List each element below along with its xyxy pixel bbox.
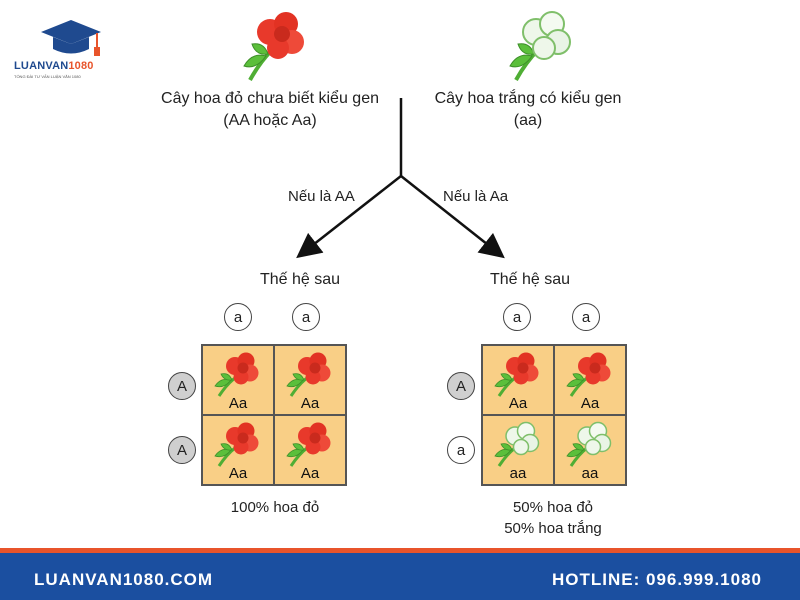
footer-bar xyxy=(0,548,800,600)
genotype-label: Aa xyxy=(300,465,320,482)
white-flower-icon xyxy=(565,421,612,468)
footer-accent-stripe xyxy=(0,548,800,553)
white-flower-icon xyxy=(493,421,540,468)
result-right: 50% hoa đỏ 50% hoa trắng xyxy=(478,497,628,539)
punnett-grid-left: Aa Aa Aa Aa xyxy=(201,344,347,486)
result-right-line2: 50% hoa trắng xyxy=(504,520,602,537)
red-flower-icon xyxy=(213,351,260,398)
allele-col-right-2: a xyxy=(572,303,600,331)
result-left-line1: 100% hoa đỏ xyxy=(230,499,320,516)
punnett-cell: aa xyxy=(482,415,554,485)
red-flower-icon xyxy=(565,351,612,398)
punnett-cell: Aa xyxy=(202,415,274,485)
allele-row-right-2: a xyxy=(447,436,475,464)
parent-white-caption: Cây hoa trắng có kiểu gen (aa) xyxy=(418,88,638,132)
arrow-left xyxy=(296,175,402,259)
punnett-cell: Aa xyxy=(274,415,346,485)
cross-arrows xyxy=(296,98,505,259)
parent-red-line1: Cây hoa đỏ chưa biết kiểu gen xyxy=(161,90,379,107)
allele-row-left-1: A xyxy=(168,372,196,400)
red-flower-icon xyxy=(213,421,260,468)
genotype-label: aa xyxy=(509,465,527,482)
genotype-label: Aa xyxy=(508,395,528,412)
branch-label-left: Nếu là AA xyxy=(288,188,355,205)
brand-tagline: TỔNG ĐÀI TƯ VẤN LUẬN VĂN 1080 xyxy=(14,74,81,79)
allele-col-right-1: a xyxy=(503,303,531,331)
parent-red-line2: (AA hoặc Aa) xyxy=(223,112,317,129)
arrow-right xyxy=(400,175,505,259)
branch-label-right: Nếu là Aa xyxy=(443,188,509,205)
genotype-label: Aa xyxy=(228,465,248,482)
red-flower-icon xyxy=(285,421,332,468)
brand-name: LUANVAN1080 xyxy=(14,60,94,72)
footer-hotline[interactable]: HOTLINE: 096.999.1080 xyxy=(552,570,762,589)
generation-title-right: Thế hệ sau xyxy=(489,271,571,288)
genotype-label: aa xyxy=(581,465,599,482)
parent-red-caption: Cây hoa đỏ chưa biết kiểu gen (AA hoặc A… xyxy=(150,88,390,132)
punnett-cell: aa xyxy=(554,415,626,485)
generation-title-left: Thế hệ sau xyxy=(259,271,341,288)
allele-col-left-2: a xyxy=(292,303,320,331)
graduation-cap-icon xyxy=(41,20,101,56)
allele-col-left-1: a xyxy=(224,303,252,331)
red-flower-icon xyxy=(493,351,540,398)
punnett-cell: Aa xyxy=(554,345,626,415)
punnett-cell: Aa xyxy=(482,345,554,415)
footer-website-link[interactable]: LUANVAN1080.COM xyxy=(34,570,214,589)
genotype-label: Aa xyxy=(300,395,320,412)
parent-white-line2: (aa) xyxy=(513,112,543,129)
result-right-line1: 50% hoa đỏ xyxy=(512,499,594,516)
allele-row-left-2: A xyxy=(168,436,196,464)
genotype-label: Aa xyxy=(228,395,248,412)
punnett-cell: Aa xyxy=(274,345,346,415)
genotype-label: Aa xyxy=(580,395,600,412)
red-flower-icon xyxy=(285,351,332,398)
result-left: 100% hoa đỏ xyxy=(200,497,350,518)
parent-white-line1: Cây hoa trắng có kiểu gen xyxy=(434,90,622,107)
punnett-cell: Aa xyxy=(202,345,274,415)
allele-row-right-1: A xyxy=(447,372,475,400)
brand-logo: LUANVAN1080 TỔNG ĐÀI TƯ VẤN LUẬN VĂN 108… xyxy=(14,16,134,79)
punnett-grid-right: Aa Aa aa aa xyxy=(481,344,627,486)
